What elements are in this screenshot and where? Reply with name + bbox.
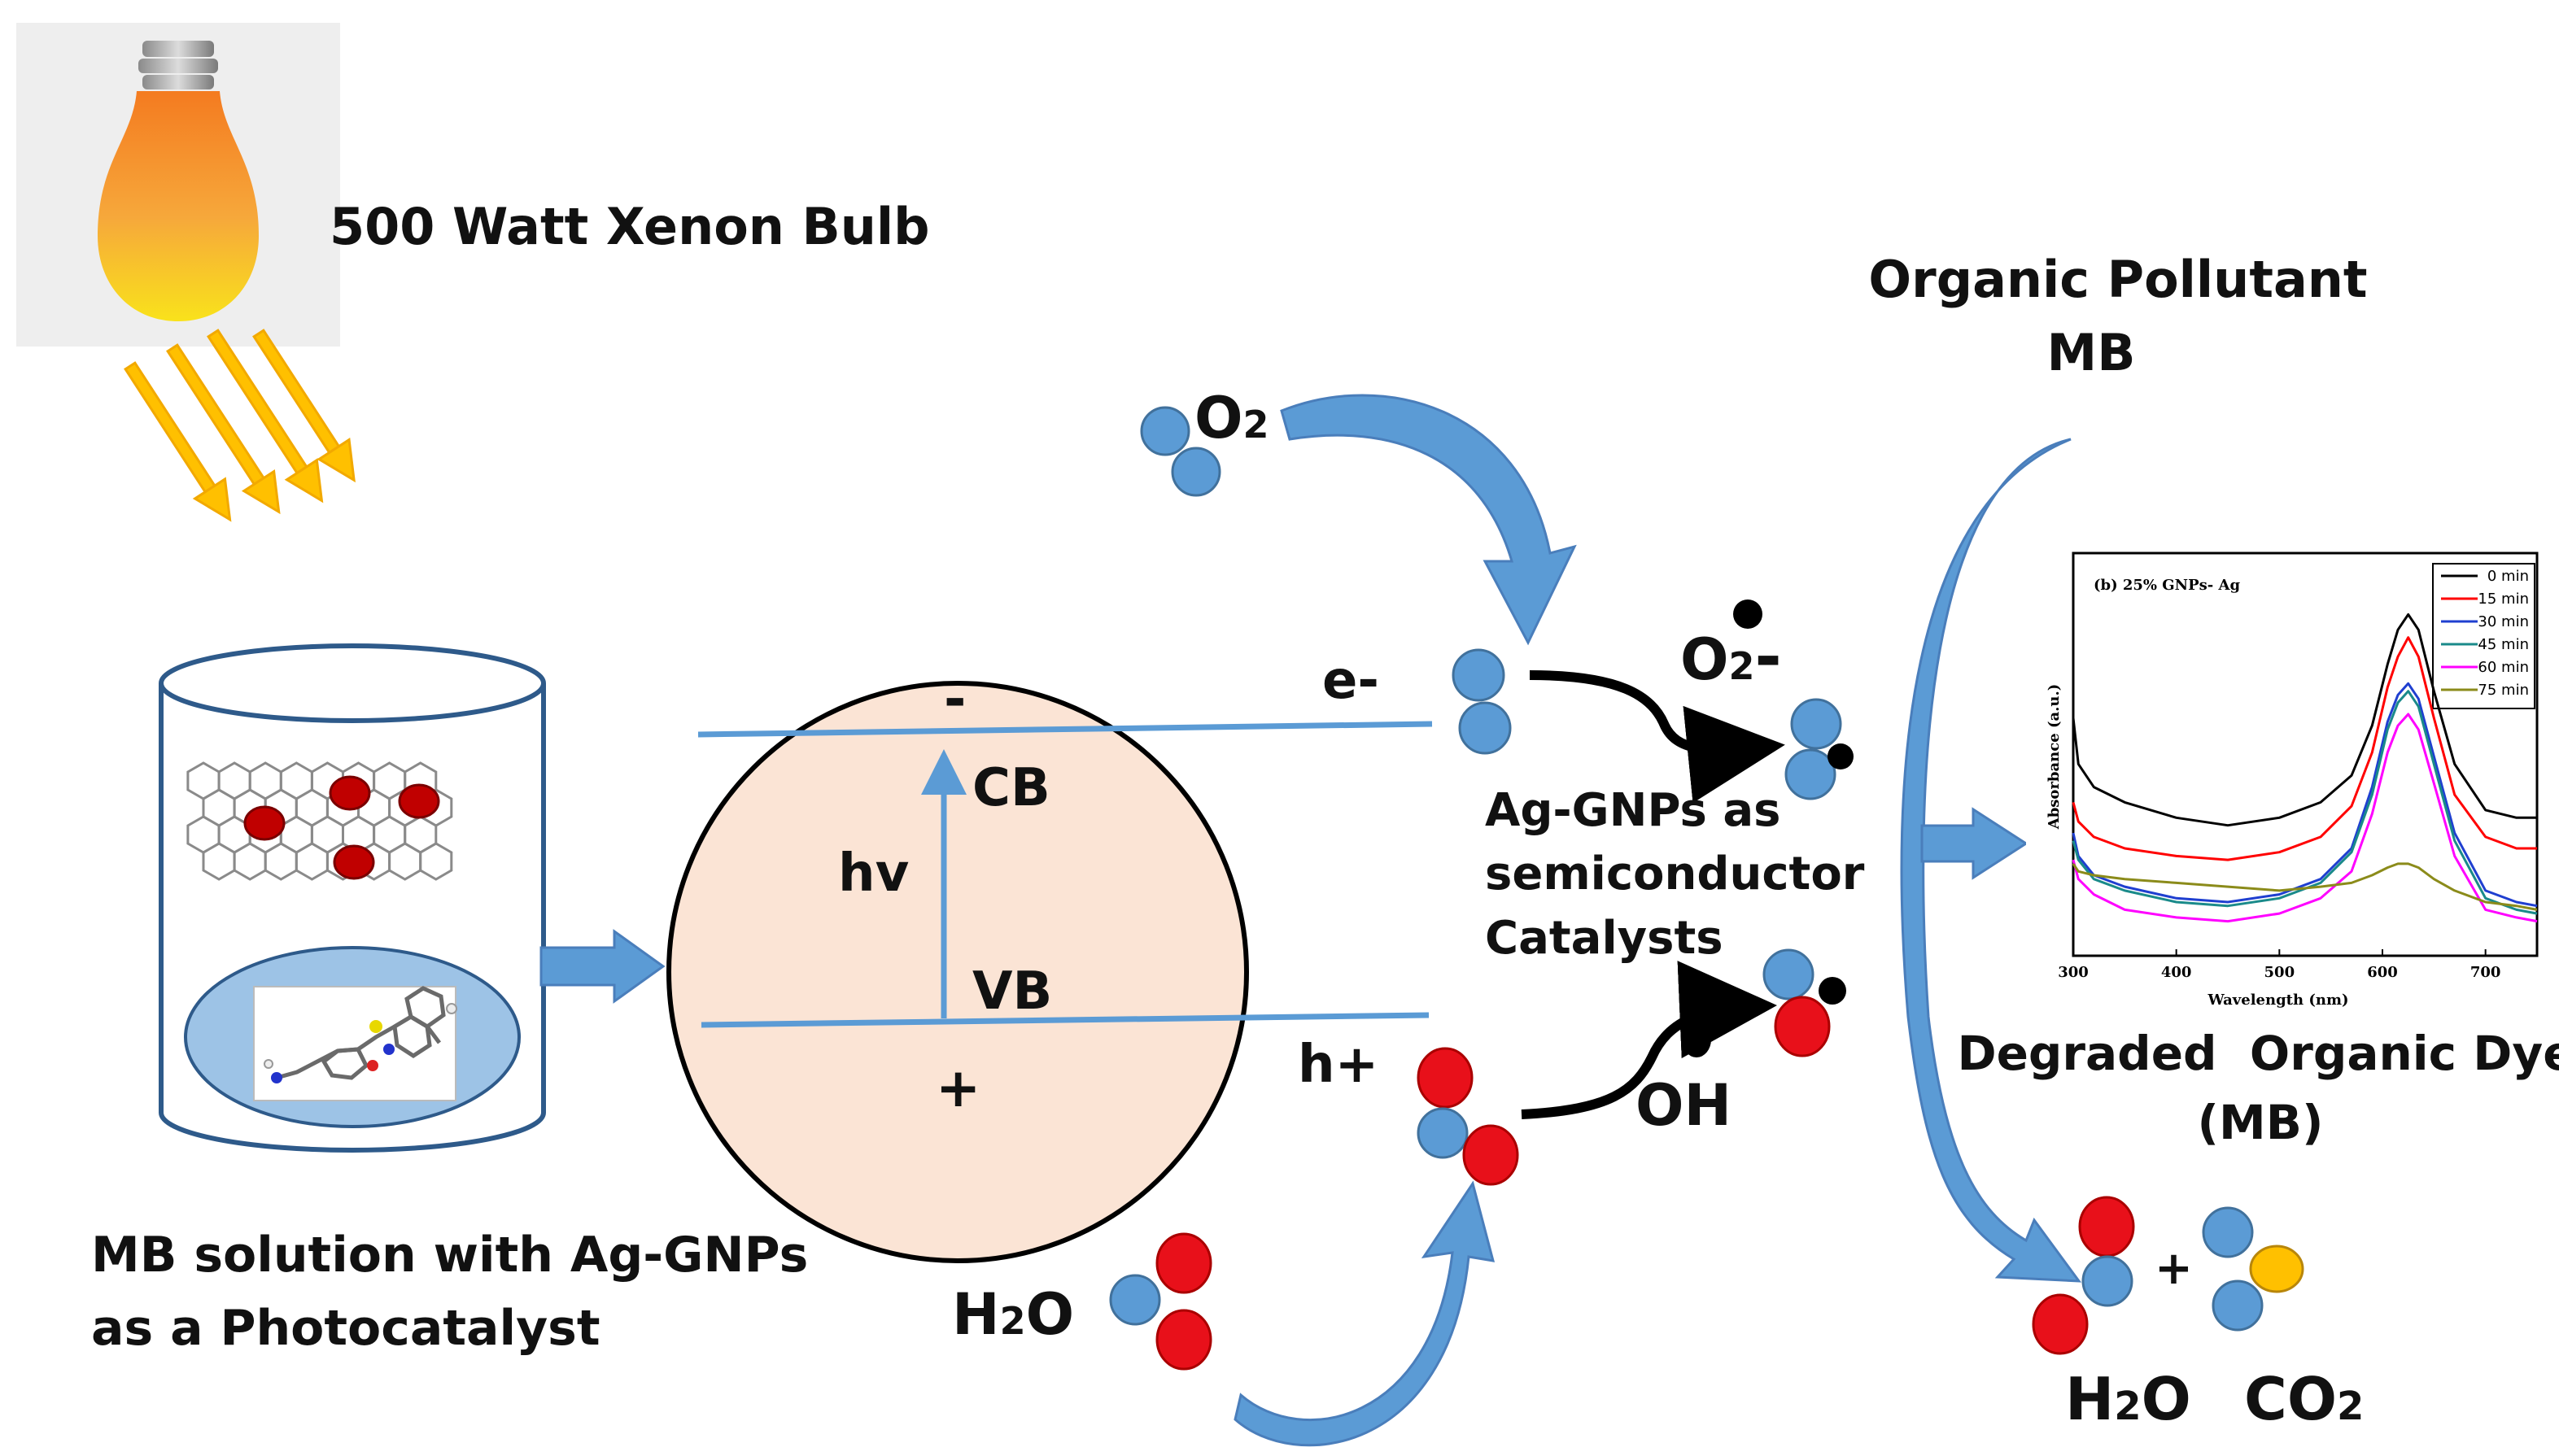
series-line-0-min <box>2072 612 2537 827</box>
catalyst-caption-line3: Catalysts <box>1485 912 1723 965</box>
electron-label: e- <box>1322 651 1379 711</box>
pollutant-label-line2: MB <box>2047 323 2136 382</box>
light-ray <box>166 343 281 515</box>
graphene-hexagon <box>419 842 453 881</box>
co2-label: CO2 <box>2244 1365 2364 1433</box>
beaker: MB solution with Ag-GNPs as a Photocatal… <box>91 643 808 1357</box>
conduction-band-line <box>697 721 1433 738</box>
hydroxyl-radical: OH <box>1635 948 1846 1139</box>
oxidation-arrow <box>1521 961 1777 1119</box>
beaker-caption-line2: as a Photocatalyst <box>91 1300 600 1357</box>
water-molecule-left: H2O <box>952 1232 1212 1371</box>
legend-label: 30 min <box>2478 613 2529 630</box>
hydroxyl-label: OH <box>1635 1072 1731 1139</box>
o2-label: O2 <box>1194 385 1269 451</box>
legend-label: 75 min <box>2478 682 2529 699</box>
h2o-product-label: H2O <box>2065 1365 2191 1433</box>
catalyst-caption-line2: semiconductor <box>1485 848 1865 900</box>
x-tick-label: 400 <box>2161 964 2192 981</box>
valence-band-line <box>701 1012 1430 1028</box>
chart-title: (b) 25% GNPs- Ag <box>2094 577 2241 594</box>
superoxide-radical: O2- <box>1680 599 1854 800</box>
chart-ylabel: Absorbance (a.u.) <box>2046 684 2063 830</box>
legend-label: 45 min <box>2478 636 2529 653</box>
cb-label: CB <box>972 758 1050 818</box>
chart-xlabel: Wavelength (nm) <box>2207 992 2348 1009</box>
plus-sign: + <box>936 1057 980 1119</box>
catalyst-caption-line1: Ag-GNPs as <box>1485 784 1781 837</box>
legend-label: 15 min <box>2478 591 2529 608</box>
h2o-left-label: H2O <box>952 1281 1074 1348</box>
plus-label: + <box>2155 1242 2193 1295</box>
legend-box <box>2432 563 2535 709</box>
adsorbed-water <box>1417 1047 1519 1186</box>
series-line-60-min <box>2072 713 2538 923</box>
silver-nanoparticles-icon <box>243 775 440 880</box>
x-tick-label: 300 <box>2058 964 2089 981</box>
light-ray <box>207 329 324 503</box>
legend-label: 60 min <box>2478 659 2529 676</box>
curved-arrow-o2 <box>1280 394 1577 646</box>
beaker-rim <box>159 643 546 723</box>
reduction-arrow <box>1529 670 1785 804</box>
legend-label: 0 min <box>2487 568 2529 585</box>
minus-sign: - <box>944 668 966 730</box>
hole-label: h+ <box>1298 1035 1378 1095</box>
degraded-label-line1: Degraded Organic Dye <box>1957 1026 2559 1081</box>
series-line-45-min <box>2072 690 2538 915</box>
lamp-label: 500 Watt Xenon Bulb <box>330 197 930 256</box>
pollutant-label-line1: Organic Pollutant <box>1868 250 2367 309</box>
superoxide-label: O2- <box>1680 619 1782 695</box>
degraded-label-line2: (MB) <box>2198 1095 2324 1150</box>
x-tick-label: 500 <box>2264 964 2295 981</box>
x-tick-label: 700 <box>2470 964 2501 981</box>
water-product: H2O <box>2032 1196 2191 1433</box>
hv-label: hv <box>838 844 909 904</box>
arrow-to-spectrum <box>1920 807 2028 880</box>
particle-circle <box>666 681 1249 1263</box>
degradation-curved-arrow <box>1900 438 2082 1283</box>
light-bulb-icon <box>98 41 259 321</box>
series-line-30-min <box>2072 682 2538 908</box>
light-ray <box>124 361 232 522</box>
chart-legend: 0 min 15 min 30 min 45 min 60 min 75 min <box>2432 563 2535 709</box>
co2-product: CO2 <box>2202 1206 2364 1433</box>
series-line-75-min <box>2072 862 2538 911</box>
catalyst-particle: CB VB hv - + e- h+ <box>666 651 1433 1263</box>
vb-label: VB <box>972 961 1052 1022</box>
oxygen-molecule: O2 <box>1140 385 1269 497</box>
methylene-blue-molecule-icon <box>253 986 457 1101</box>
series-line-15-min <box>2072 636 2537 861</box>
xenon-lamp: 500 Watt Xenon Bulb <box>16 23 930 522</box>
uv-vis-spectrum-chart: (b) 25% GNPs- Ag Absorbance (a.u.) Wavel… <box>2026 521 2547 1009</box>
adsorbed-oxygen <box>1452 648 1512 755</box>
light-ray <box>252 329 356 483</box>
curved-arrow-h2o <box>1234 1180 1496 1447</box>
x-tick-label: 600 <box>2367 964 2398 981</box>
beaker-caption-line1: MB solution with Ag-GNPs <box>91 1227 808 1284</box>
light-rays-icon <box>124 329 356 522</box>
arrow-to-particle <box>539 929 666 1004</box>
